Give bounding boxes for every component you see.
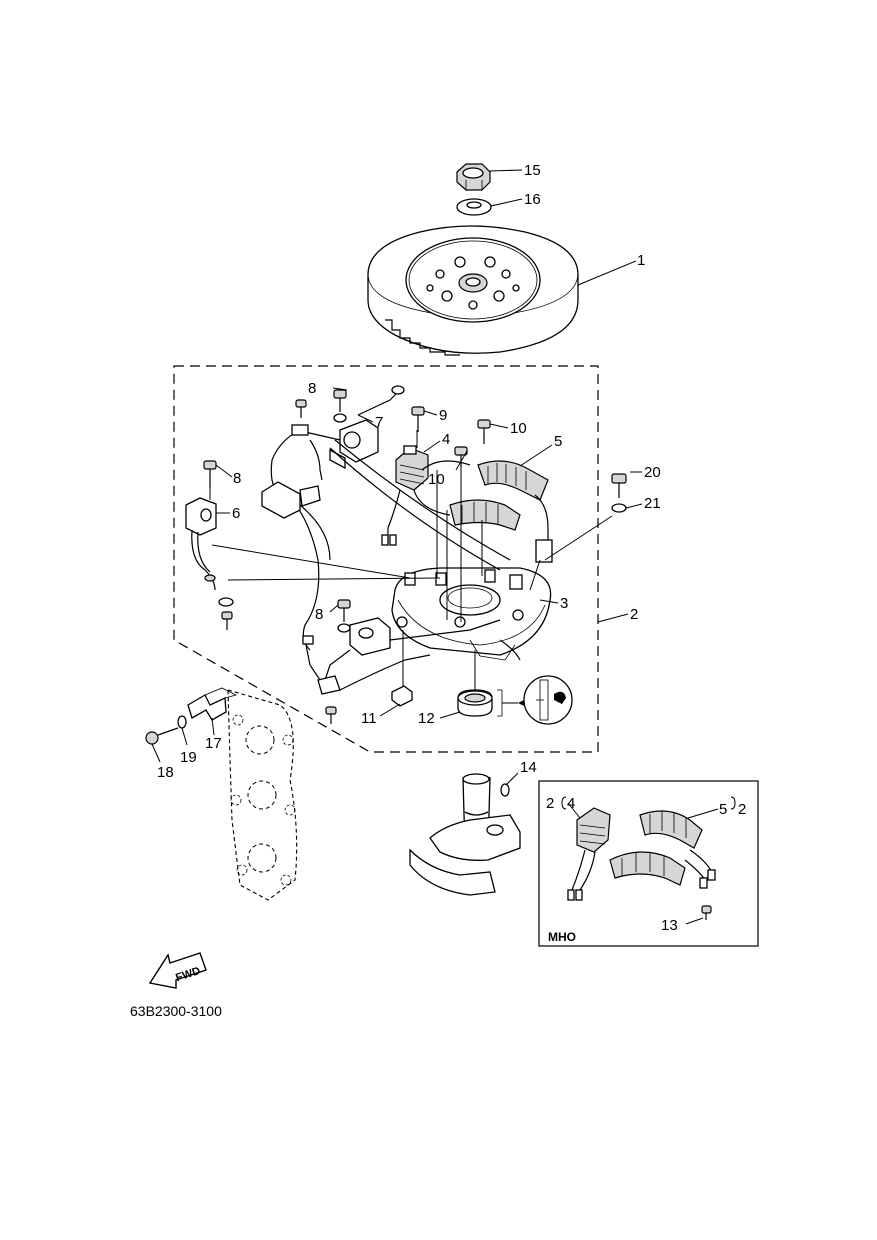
part-16-washer [456,198,492,216]
callout-11: 11 [361,710,377,727]
callout-labels: 15 16 1 8 7 9 10 4 5 10 8 6 20 21 3 2 8 … [130,162,746,1019]
callout-20: 20 [644,464,661,481]
part-3-stator-base [391,567,552,661]
part-8-screw-left [203,460,217,488]
mho-inset: MHO [538,780,759,947]
callout-6: 6 [232,505,240,522]
callout-9: 9 [439,407,447,424]
part-14-key [500,783,510,797]
part-10-screw-b [454,446,468,468]
callout-10-right: 10 [510,420,527,437]
callout-5: 5 [554,433,562,450]
coil-connector [535,539,553,563]
fwd-arrow-icon: FWD [148,952,207,989]
seal-detail-inset [523,675,573,725]
callout-19: 19 [180,749,197,766]
callout-21: 21 [644,495,661,512]
part-6-pulser-coil [185,497,234,607]
callout-10-left: 10 [428,471,445,488]
part-17-bracket [187,687,238,721]
callout-17: 17 [205,735,222,752]
part-8-screw-upper-left [295,399,307,418]
callout-13: 13 [661,917,678,934]
callout-7: 7 [375,414,383,431]
lower-pulser-unit [302,617,501,695]
callout-8-upper: 8 [308,380,316,397]
callout-18: 18 [157,764,174,781]
part-5-lighting-coil [449,460,549,531]
part-8-screw-lower [337,599,351,633]
part-1-flywheel [367,225,579,356]
callout-4: 4 [442,431,450,448]
part-code: 63B2300-3100 [130,1003,222,1019]
inset-callout-5: 5 [719,801,727,818]
callout-12: 12 [418,710,435,727]
callout-8-left: 8 [233,470,241,487]
callout-8-lower: 8 [315,606,323,623]
crankshaft [409,773,521,896]
screw-lower-left [325,706,337,724]
part-10-screw-a [477,419,491,444]
callout-16: 16 [524,191,541,208]
part-15-nut [456,163,491,191]
assembly-2-outline [173,365,599,753]
inset-callout-2-right: 2 [738,801,746,818]
callout-14: 14 [520,759,537,776]
part-9-screw [411,406,425,432]
callout-15: 15 [524,162,541,179]
part-19-washer [177,715,187,729]
part-21-washer [611,503,627,513]
inset-label: MHO [548,930,576,944]
part-11-clamp [391,630,413,707]
part-20-bolt [611,473,627,498]
part-12-oil-seal [457,650,526,717]
part-4-charge-coil [395,445,429,491]
callout-2: 2 [630,606,638,623]
part-8-screw-upper [333,389,347,423]
inset-callout-2-left: 2 [546,795,554,812]
part-18-screw [145,727,179,745]
inset-callout-4: 4 [567,795,575,812]
leader-lines [151,169,736,925]
powerhead-block [227,689,298,901]
screw-left-lower [221,611,233,630]
callout-3: 3 [560,595,568,612]
callout-1: 1 [637,252,645,269]
